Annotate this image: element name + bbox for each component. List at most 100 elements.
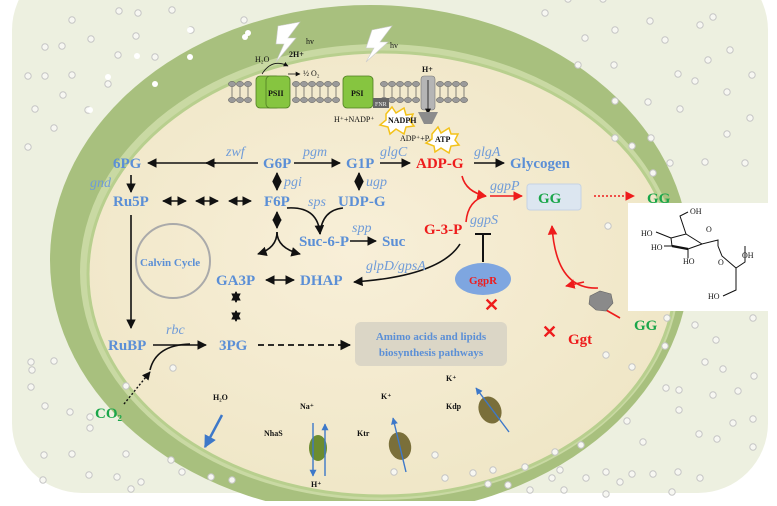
particle-dot xyxy=(623,417,631,425)
particle-dot xyxy=(574,61,582,69)
particle-dot xyxy=(750,372,758,380)
metabolite-gg-imported: GG xyxy=(634,318,658,334)
psii-complex xyxy=(255,75,291,109)
gg-structure-panel xyxy=(628,203,777,311)
particle-dot xyxy=(228,476,236,484)
particle-dot xyxy=(168,6,176,14)
particle-dot xyxy=(704,56,712,64)
particle-dot xyxy=(675,386,683,394)
water-split-arrow xyxy=(261,61,289,75)
glycosidic-oxygen: O xyxy=(718,258,724,267)
particle-dot xyxy=(734,387,742,395)
lipid-head xyxy=(244,81,252,87)
particle-dot xyxy=(668,488,676,496)
oh-top: OH xyxy=(690,207,702,216)
particle-dot xyxy=(726,46,734,54)
h2o-label: H₂O xyxy=(255,55,270,64)
gg-synthesis-arrows xyxy=(461,175,621,319)
particle-dot xyxy=(113,473,121,481)
particle-dot xyxy=(723,130,731,138)
lipid-head xyxy=(244,97,252,103)
kdp-k-uptake-arrow xyxy=(475,387,510,433)
lipid-head xyxy=(452,97,460,103)
particle-dot xyxy=(132,32,140,40)
hv-label-1: hv xyxy=(306,37,314,46)
metabolite-g6p: G6P xyxy=(263,156,291,172)
downstream-pathways-box xyxy=(355,322,507,366)
particle-dot xyxy=(560,486,568,494)
light-icon xyxy=(275,21,393,63)
lipid-head xyxy=(396,97,404,103)
ho-left-1: HO xyxy=(641,229,653,238)
downstream-line-1: Amimo acids and lipids xyxy=(376,331,487,343)
na-label: Na⁺ xyxy=(300,402,314,411)
metabolite-glycogen: Glycogen xyxy=(510,156,571,172)
particle-dot xyxy=(602,490,610,498)
ktr-k-uptake-arrow xyxy=(391,417,407,473)
wall-dot xyxy=(87,107,93,113)
ho-mid: HO xyxy=(683,257,695,266)
particle-dot xyxy=(85,471,93,479)
particle-dot xyxy=(691,321,699,329)
particle-dot xyxy=(548,474,556,482)
metabolite-gg-intracellular: GG xyxy=(538,191,562,207)
lipid-head xyxy=(324,81,332,87)
particle-dot xyxy=(674,70,682,78)
particle-dot xyxy=(504,481,512,489)
lipid-head xyxy=(412,97,420,103)
k-label-2: K⁺ xyxy=(446,374,456,383)
particle-dot xyxy=(616,478,624,486)
lipid-head xyxy=(404,97,412,103)
particle-dot xyxy=(68,16,76,24)
particle-dot xyxy=(41,72,49,80)
extracellular-particles xyxy=(24,0,758,506)
particle-dot xyxy=(628,142,636,150)
particle-dot xyxy=(469,469,477,477)
nadp-label: H⁺+NADP⁺ xyxy=(334,115,375,124)
particle-dot xyxy=(41,402,49,410)
kdp-transporter xyxy=(478,396,502,424)
particle-dot xyxy=(240,16,248,24)
particle-dot xyxy=(661,342,669,350)
lipid-head xyxy=(452,81,460,87)
metabolite-g1p: G1P xyxy=(346,156,374,172)
particle-dot xyxy=(749,314,757,322)
metabolite-co2: CO₂ xyxy=(95,406,123,422)
co2-uptake-arrow xyxy=(123,371,151,405)
2h-label: 2H+ xyxy=(289,50,304,59)
particle-dot xyxy=(723,88,731,96)
metabolite-suc: Suc xyxy=(382,234,406,250)
psi-label: PSI xyxy=(351,89,363,98)
particle-dot xyxy=(749,415,757,423)
particle-dot xyxy=(564,0,572,3)
ho-bottom: HO xyxy=(708,292,720,301)
lipid-head xyxy=(300,97,308,103)
particle-dot xyxy=(749,443,757,451)
particle-dot xyxy=(696,21,704,29)
nadph-burst xyxy=(378,105,416,136)
metabolic-arrows xyxy=(126,158,505,371)
particle-dot xyxy=(441,474,449,482)
particle-dot xyxy=(41,43,49,51)
particle-dot xyxy=(662,384,670,392)
metabolite-dhap: DHAP xyxy=(300,273,343,289)
metabolite-udp-g: UDP-G xyxy=(338,194,386,210)
thylakoid-membrane xyxy=(228,81,468,103)
particle-dot xyxy=(134,9,142,17)
particle-dot xyxy=(582,474,590,482)
lipid-head xyxy=(332,81,340,87)
particle-dot xyxy=(628,363,636,371)
lipid-head xyxy=(292,97,300,103)
particle-dot xyxy=(556,466,564,474)
lipid-head xyxy=(316,97,324,103)
h-ion-label: H⁺ xyxy=(311,480,321,489)
particle-dot xyxy=(729,419,737,427)
particle-dot xyxy=(114,51,122,59)
wall-dot xyxy=(152,81,158,87)
particle-dot xyxy=(746,114,754,122)
lipid-head xyxy=(388,81,396,87)
ggpr-protein xyxy=(455,263,511,295)
enzyme-rbc: rbc xyxy=(166,323,185,338)
wall-dot xyxy=(242,34,248,40)
